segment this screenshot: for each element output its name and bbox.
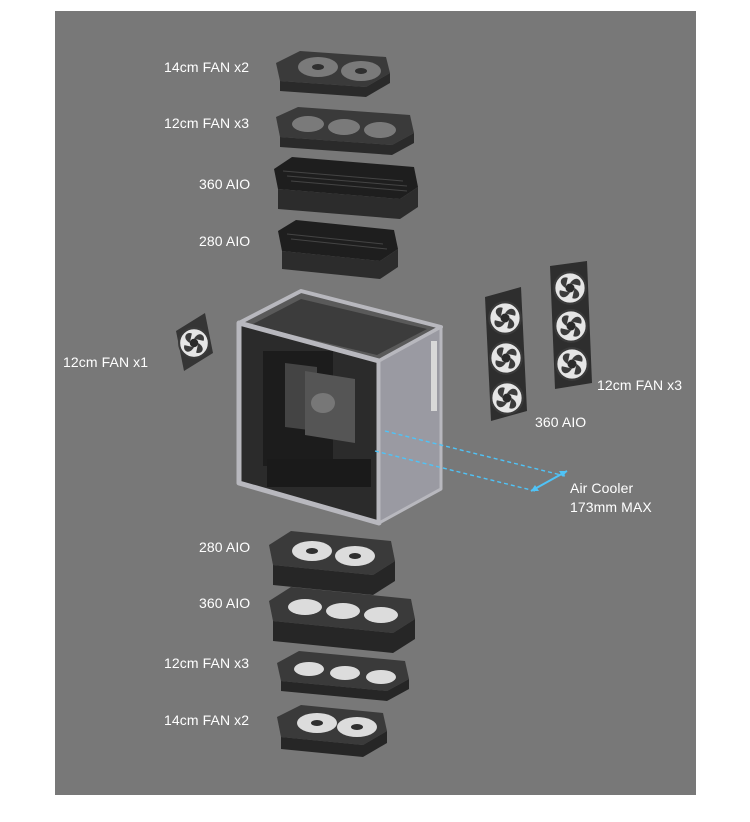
- label-bottom-280-aio: 280 AIO: [199, 539, 251, 555]
- bottom-12cm-fan-trio: [277, 651, 409, 701]
- label-side-12cm-fan-x3: 12cm FAN x3: [597, 377, 683, 393]
- pc-case: [236, 289, 443, 526]
- air-cooler-clearance-indicator: [374, 430, 568, 492]
- label-top-360-aio: 360 AIO: [199, 176, 251, 192]
- diagram-panel: 14cm FAN x2 12cm FAN x3 360 AIO 280 AIO …: [55, 11, 696, 795]
- label-top-14cm-fan-x2: 14cm FAN x2: [164, 59, 250, 75]
- top-360-aio-radiator: [274, 157, 418, 219]
- label-air-cooler: Air Cooler: [570, 480, 634, 496]
- top-280-aio-radiator: [278, 220, 398, 279]
- label-air-cooler-max: 173mm MAX: [570, 499, 652, 515]
- case-cooling-illustration: [176, 51, 592, 757]
- rear-12cm-fan: [176, 313, 213, 371]
- label-side-360-aio: 360 AIO: [535, 414, 587, 430]
- label-top-12cm-fan-x3: 12cm FAN x3: [164, 115, 250, 131]
- side-12cm-fan-trio: [550, 261, 592, 389]
- bottom-360-aio: [269, 587, 415, 653]
- label-bottom-14cm-fan-x2: 14cm FAN x2: [164, 712, 250, 728]
- bottom-14cm-fan-pair: [277, 705, 387, 757]
- bottom-280-aio: [269, 531, 395, 595]
- label-bottom-360-aio: 360 AIO: [199, 595, 251, 611]
- label-top-280-aio: 280 AIO: [199, 233, 251, 249]
- top-12cm-fan-trio: [276, 107, 414, 155]
- label-bottom-12cm-fan-x3: 12cm FAN x3: [164, 655, 250, 671]
- top-14cm-fan-pair: [276, 51, 390, 97]
- label-rear-12cm-fan-x1: 12cm FAN x1: [63, 354, 149, 370]
- side-360-aio: [485, 287, 527, 421]
